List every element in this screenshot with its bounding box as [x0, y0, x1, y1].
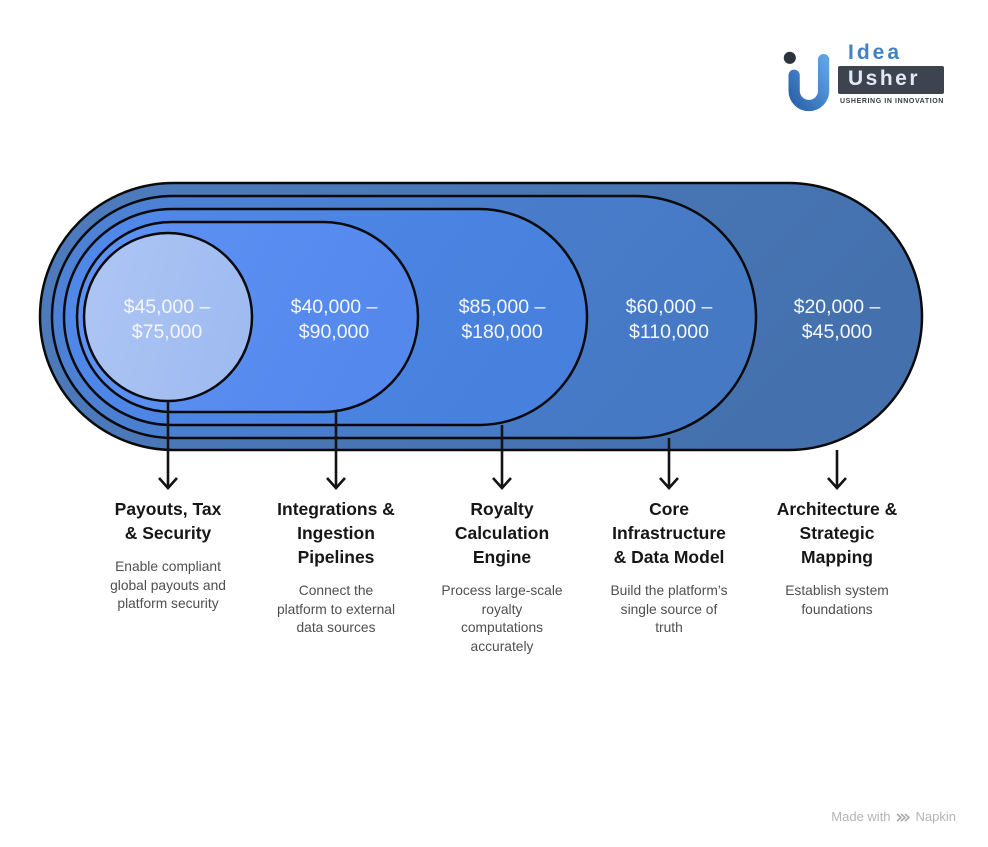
arrow-head-icon — [827, 477, 847, 490]
logo-tagline: USHERING IN INNOVATION — [840, 98, 944, 105]
idea-usher-u-icon — [783, 51, 830, 112]
stage-description: Establish system foundations — [785, 583, 889, 617]
arrow-head-icon — [158, 477, 178, 490]
stage-cost-range: $90,000 — [299, 321, 370, 343]
logo-brand-top: Idea — [848, 41, 903, 64]
logo-brand-bottom: Usher — [838, 66, 944, 94]
stage-title: Architecture & Strategic Mapping — [776, 499, 898, 567]
credit-brand: Napkin — [915, 809, 956, 824]
stage-cost-range: $20,000 – — [794, 296, 881, 318]
stage-description: Build the platform’s single source of tr… — [610, 583, 728, 635]
stage-cost-range: $45,000 — [802, 321, 873, 343]
stage-cost-range: $75,000 — [132, 321, 203, 343]
stage-title: Payouts, Tax & Security — [114, 499, 222, 543]
nested-stages-diagram: $45,000 – $75,000 $40,000 – $90,000 $85,… — [38, 181, 924, 490]
stage-label-core-infrastructure: Core Infrastructure & Data Model Build t… — [584, 497, 754, 638]
stage-description: Enable compliant global payouts and plat… — [110, 559, 226, 611]
arrow-head-icon — [659, 477, 679, 490]
idea-usher-logo: Idea Usher USHERING IN INNOVATION — [782, 42, 944, 118]
arrow-head-icon — [492, 477, 512, 490]
stage-cost-range: $60,000 – — [626, 296, 713, 318]
arrow-head-icon — [326, 477, 346, 490]
napkin-credit[interactable]: Made with Napkin — [831, 809, 956, 824]
stage-cost-range: $110,000 — [629, 321, 709, 343]
stage-cost-range: $40,000 – — [291, 296, 378, 318]
stage-description: Process large-scale royalty computations… — [441, 583, 563, 654]
stage-title: Integrations & Ingestion Pipelines — [277, 499, 395, 567]
stage-cost-range: $85,000 – — [459, 296, 546, 318]
stage-cost-range: $180,000 — [461, 321, 542, 343]
credit-prefix: Made with — [831, 809, 891, 824]
stage-title: Royalty Calculation Engine — [454, 499, 550, 567]
stage-label-integrations-ingestion: Integrations & Ingestion Pipelines Conne… — [251, 497, 421, 638]
stage-title: Core Infrastructure & Data Model — [612, 499, 726, 567]
stage-label-payouts-tax-security: Payouts, Tax & Security Enable compliant… — [83, 497, 253, 614]
stage-label-architecture-mapping: Architecture & Strategic Mapping Establi… — [752, 497, 922, 619]
napkin-logo-icon — [896, 812, 910, 822]
stage-label-royalty-engine: Royalty Calculation Engine Process large… — [417, 497, 587, 656]
stage-cost-range: $45,000 – — [124, 296, 211, 318]
stage-description: Connect the platform to external data so… — [276, 583, 396, 635]
